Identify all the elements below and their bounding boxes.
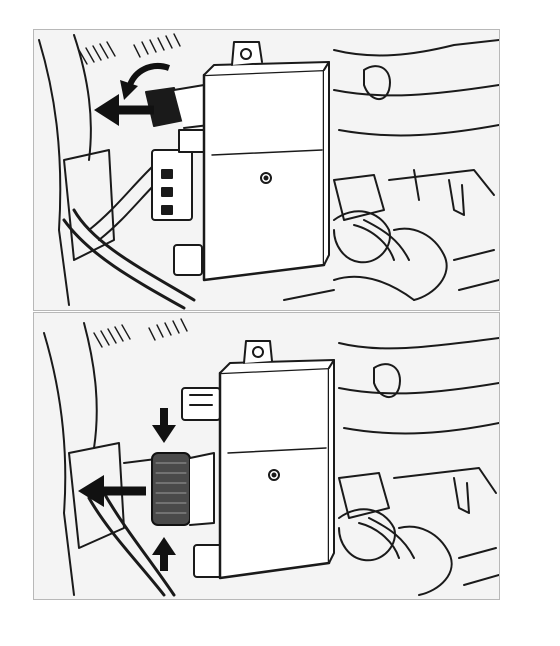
left-trim-inner	[73, 34, 92, 161]
lower-clip	[173, 244, 203, 276]
curved-arrow-icon	[120, 63, 170, 100]
lower-connector-highlight	[151, 452, 191, 526]
diagram-panel-bottom	[33, 312, 500, 600]
wire-harness-a	[88, 149, 170, 231]
lower-right-bracket	[333, 210, 391, 264]
mounting-tab	[231, 41, 263, 66]
connector-stack	[151, 149, 193, 221]
control-module	[202, 68, 326, 282]
module-screw	[260, 172, 272, 184]
arrow-left-icon	[78, 475, 146, 507]
illustration-top	[38, 33, 499, 310]
left-trim-edge-b	[43, 332, 75, 596]
body-structure-top	[333, 39, 499, 57]
arrow-left-icon	[94, 94, 154, 126]
wire-lower-c	[87, 496, 166, 597]
mounting-tab-b	[243, 340, 273, 364]
left-trim-inner-b	[83, 322, 98, 449]
arrow-up-icon	[152, 537, 176, 571]
wire-lower	[72, 208, 196, 302]
module-screw-b	[268, 469, 280, 481]
arrow-down-icon	[152, 408, 176, 443]
left-bracket-b	[68, 442, 125, 549]
body-hole	[363, 65, 391, 100]
body-hole-b	[373, 363, 401, 398]
illustration-bottom	[43, 318, 499, 597]
diagram-panel-top	[33, 29, 500, 311]
wire-lower-b	[62, 218, 186, 310]
left-trim-edge	[38, 39, 70, 306]
